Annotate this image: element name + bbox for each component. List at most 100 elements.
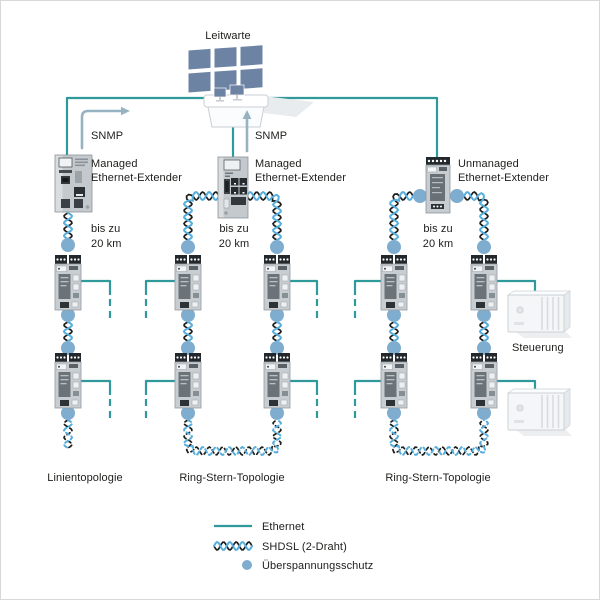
shdsl-wave-line — [62, 212, 74, 240]
shdsl-wave-line — [479, 321, 489, 342]
surge-protection-dot — [477, 406, 491, 420]
snmp-arrow-middle — [242, 110, 252, 153]
surge-protection-dot — [413, 189, 427, 203]
surge-protection-dot — [61, 308, 75, 322]
desk-monitors-icon — [213, 84, 245, 102]
shdsl-module-device — [380, 254, 408, 311]
surge-protection-dot — [477, 308, 491, 322]
topology-label-middle: Ring-Stern-Topologie — [179, 472, 284, 484]
surge-protection-dot — [270, 341, 284, 355]
extender-label-right-line1: Unmanaged — [458, 158, 519, 170]
legend-label-surge: Überspannungsschutz — [262, 560, 373, 572]
shdsl-module-device — [263, 352, 291, 409]
extender-label-middle-line1: Managed — [255, 158, 302, 170]
ethernet-stub — [81, 279, 112, 295]
ethernet-stub — [289, 379, 319, 395]
shdsl-wave-line — [463, 190, 490, 241]
distance-label-right-line2: 20 km — [423, 238, 453, 250]
ethernet-stub — [81, 379, 112, 395]
controller-device — [507, 290, 573, 339]
legend-surge-dot — [242, 560, 252, 570]
shdsl-wave-line — [182, 190, 220, 241]
extender-label-left-line2: Ethernet-Extender — [91, 172, 182, 184]
ethernet-stub — [353, 279, 382, 295]
shdsl-wave-line — [63, 321, 73, 342]
leitwarte-label: Leitwarte — [205, 30, 251, 42]
snmp-arrow-left — [80, 106, 130, 150]
shdsl-wave-line — [183, 321, 193, 342]
surge-protection-dot — [181, 406, 195, 420]
surge-protection-dot — [387, 240, 401, 254]
shdsl-wave-line — [388, 321, 399, 342]
shdsl-wave-line — [246, 190, 283, 241]
surge-protection-dot — [270, 308, 284, 322]
surge-protection-dot — [181, 341, 195, 355]
shdsl-waves — [62, 190, 490, 552]
surge-protection-dot — [61, 341, 75, 355]
surge-protection-dot — [181, 308, 195, 322]
surge-protection-dot — [450, 189, 464, 203]
ethernet-stub — [144, 379, 176, 395]
snmp-label-middle: SNMP — [255, 130, 287, 142]
ethernet-stub — [353, 379, 382, 395]
unmanaged-ethernet-extender-device — [425, 156, 451, 214]
surge-protection-dot — [477, 341, 491, 355]
legend-label-ethernet: Ethernet — [262, 521, 304, 533]
shdsl-wave-line — [271, 321, 282, 342]
shdsl-module-device — [54, 254, 82, 311]
shdsl-wave-line — [182, 321, 193, 342]
shdsl-wave-line — [182, 190, 220, 241]
shdsl-wave-line — [388, 419, 490, 457]
monitor-wall-icon — [187, 44, 264, 94]
shdsl-module-device — [174, 352, 202, 409]
ethernet-stub — [289, 279, 319, 295]
surge-protection-dot — [270, 406, 284, 420]
topology-label-right: Ring-Stern-Topologie — [385, 472, 490, 484]
topology-label-left: Linientopologie — [47, 472, 123, 484]
controller-device — [507, 388, 573, 437]
shdsl-module-device — [470, 254, 498, 311]
ethernet-stub — [144, 279, 176, 295]
shdsl-wave-line — [62, 419, 74, 449]
managed-ethernet-extender-device — [54, 154, 93, 213]
shdsl-module-device — [54, 352, 82, 409]
shdsl-wave-line — [463, 191, 489, 241]
steuerung-label: Steuerung — [512, 342, 564, 354]
shdsl-wave-line — [62, 321, 73, 342]
surge-protection-dot — [270, 240, 284, 254]
shdsl-wave-line — [388, 191, 414, 241]
managed-ethernet-extender-device — [217, 156, 249, 219]
surge-protection-dot — [61, 238, 75, 252]
shdsl-wave-line — [389, 321, 399, 342]
shdsl-module-device — [263, 254, 291, 311]
extender-label-middle-line2: Ethernet-Extender — [255, 172, 346, 184]
ethernet-link-to-controller — [496, 379, 537, 392]
snmp-label-left: SNMP — [91, 130, 123, 142]
shdsl-module-device — [174, 254, 202, 311]
extender-label-right-line2: Ethernet-Extender — [458, 172, 549, 184]
distance-label-left-line2: 20 km — [91, 238, 121, 250]
ethernet-link-to-controller — [496, 279, 537, 294]
surge-protection-dot — [477, 240, 491, 254]
extender-label-left-line1: Managed — [91, 158, 138, 170]
shdsl-module-device — [470, 352, 498, 409]
surge-protection-dot — [387, 308, 401, 322]
distance-label-middle-line2: 20 km — [219, 238, 249, 250]
distance-label-middle-line1: bis zu — [219, 223, 248, 235]
shdsl-module-device — [380, 352, 408, 409]
shdsl-wave-line — [213, 540, 253, 552]
shdsl-wave-line — [272, 321, 282, 342]
surge-protection-dot — [181, 240, 195, 254]
surge-protection-dot — [387, 341, 401, 355]
shdsl-wave-line — [182, 419, 282, 457]
ethernet-stubs — [81, 279, 537, 421]
legend-label-shdsl: SHDSL (2-Draht) — [262, 541, 347, 553]
distance-label-right-line1: bis zu — [423, 223, 452, 235]
surge-protection-dot — [61, 406, 75, 420]
shdsl-wave-line — [183, 419, 283, 457]
shdsl-wave-line — [478, 321, 489, 342]
shdsl-wave-line — [246, 191, 283, 241]
shdsl-wave-line — [389, 191, 414, 241]
